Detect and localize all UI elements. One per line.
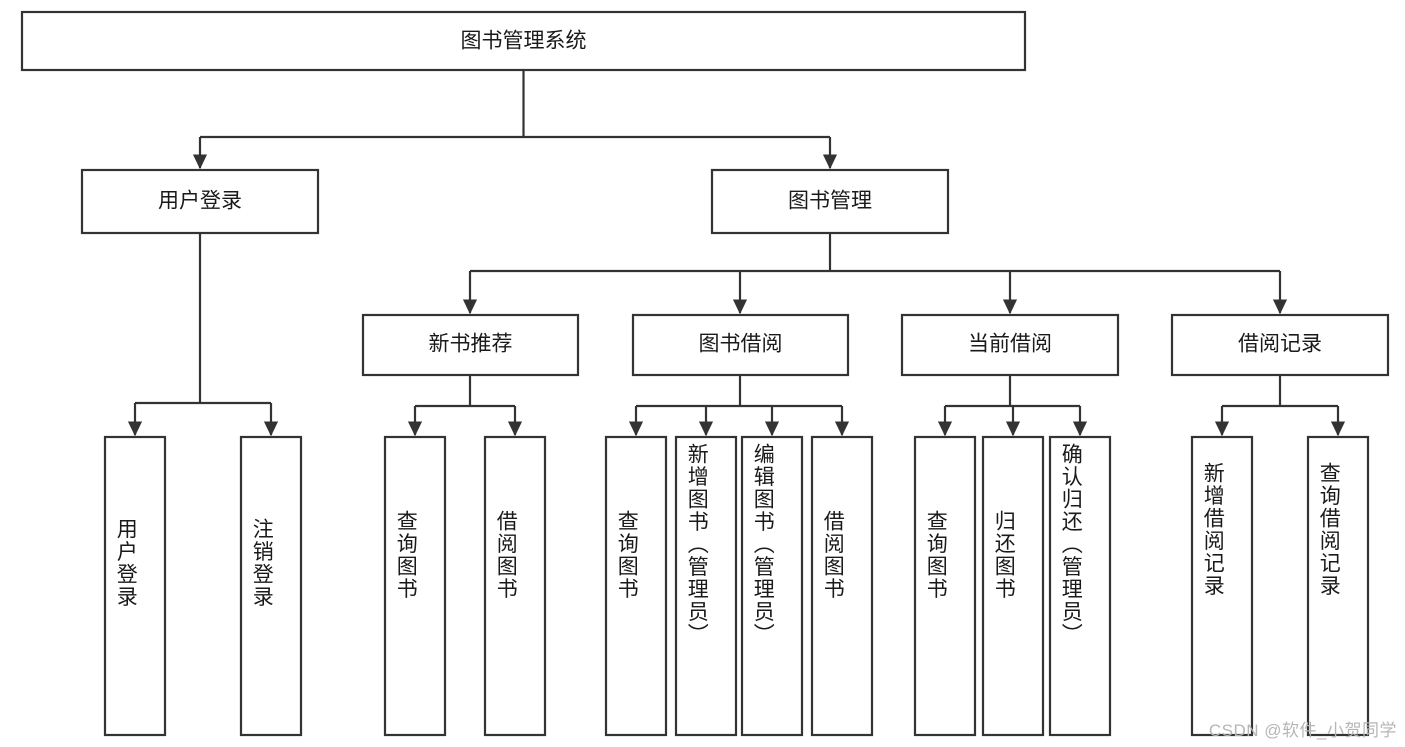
node-leaf-query-record-label: 查询借阅记录 — [1317, 462, 1341, 597]
node-leaf-add-record-label: 新增借阅记录 — [1201, 462, 1225, 597]
node-leaf-add-book[interactable] — [674, 435, 738, 737]
node-leaf-borrow-book-2-label: 借阅图书 — [821, 510, 845, 600]
node-leaf-add-book-label: 新增图书（管理员） — [685, 443, 709, 646]
connector-new-book-recommend-to-leaves — [407, 375, 523, 437]
connector-book-manage-to-level3 — [462, 233, 1288, 315]
node-current-borrow-label: 当前借阅 — [968, 333, 1052, 356]
node-leaf-confirm-return-label: 确认归还（管理员） — [1059, 443, 1083, 646]
node-leaf-user-logout[interactable] — [239, 435, 303, 737]
node-leaf-query-book-2[interactable] — [604, 435, 668, 737]
node-user-login[interactable] — [80, 168, 320, 235]
connector-user-login-to-leaves — [127, 233, 279, 437]
node-leaf-confirm-return[interactable] — [1048, 435, 1112, 737]
node-leaf-user-login[interactable] — [103, 435, 167, 737]
node-leaf-query-record[interactable] — [1306, 435, 1370, 737]
node-borrow-record[interactable] — [1170, 313, 1390, 377]
node-book-manage[interactable] — [710, 168, 950, 235]
node-leaf-query-book-3-label: 查询图书 — [924, 510, 948, 600]
node-leaf-query-book-1-label: 查询图书 — [394, 510, 418, 600]
connector-book-borrow-to-leaves — [628, 375, 850, 437]
connector-root-to-level2 — [192, 70, 838, 170]
node-leaf-borrow-book-2[interactable] — [810, 435, 874, 737]
node-leaf-edit-book[interactable] — [740, 435, 804, 737]
connector-current-borrow-to-leaves — [937, 375, 1088, 437]
node-leaf-user-logout-label: 注销登录 — [250, 518, 274, 608]
node-book-borrow-label: 图书借阅 — [699, 333, 783, 356]
node-leaf-add-record[interactable] — [1190, 435, 1254, 737]
node-leaf-query-book-2-label: 查询图书 — [615, 510, 639, 600]
node-book-manage-label: 图书管理 — [788, 190, 872, 213]
node-leaf-borrow-book-1-label: 借阅图书 — [494, 510, 518, 600]
node-leaf-return-book-label: 归还图书 — [992, 510, 1016, 600]
node-book-borrow[interactable] — [631, 313, 850, 377]
node-borrow-record-label: 借阅记录 — [1238, 333, 1322, 356]
node-new-book-recommend[interactable] — [361, 313, 580, 377]
node-leaf-edit-book-label: 编辑图书（管理员） — [751, 443, 775, 646]
connector-borrow-record-to-leaves — [1214, 375, 1346, 437]
node-leaf-user-login-label: 用户登录 — [114, 518, 138, 608]
node-leaf-query-book-1[interactable] — [383, 435, 447, 737]
node-new-book-recommend-label: 新书推荐 — [429, 333, 513, 356]
node-root-label: 图书管理系统 — [461, 30, 587, 53]
node-leaf-query-book-3[interactable] — [913, 435, 977, 737]
node-root[interactable] — [20, 10, 1027, 72]
node-leaf-borrow-book-1[interactable] — [483, 435, 547, 737]
node-user-login-label: 用户登录 — [158, 190, 242, 213]
watermark-text: CSDN @软件_小贺同学 — [1208, 721, 1397, 740]
node-current-borrow[interactable] — [900, 313, 1120, 377]
node-leaf-return-book[interactable] — [981, 435, 1045, 737]
